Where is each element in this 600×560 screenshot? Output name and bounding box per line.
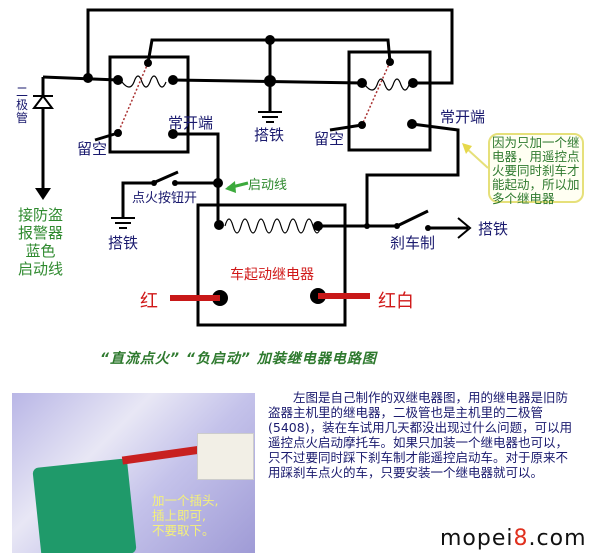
wire-main [42, 75, 119, 82]
caption-line: 加一个插头, [152, 493, 219, 508]
antitheft-label: 接防盗 报警器 蓝色 启动线 [18, 206, 63, 278]
antitheft-line: 报警器 [18, 224, 64, 242]
ground-label: 搭铁 [108, 234, 139, 252]
wire-top-loop [86, 8, 454, 85]
relay-left-open-label: 留空 [77, 140, 108, 158]
relay-right-open-label: 留空 [314, 130, 345, 148]
antitheft-line: 接防盗 [18, 206, 64, 224]
ground-label: 搭铁 [254, 126, 285, 144]
red-wire-image [121, 445, 203, 465]
brake-label: 刹车制 [390, 234, 436, 252]
start-wire-label: 启动线 [248, 178, 288, 193]
caption-line: 插上即可, [152, 508, 206, 523]
relay-coil-left [121, 75, 167, 88]
diode-label: 二极管 [16, 85, 29, 125]
photo-caption: 加一个插头, 插上即可, 不要取下。 [152, 493, 218, 538]
circuit-wiring [32, 8, 489, 327]
starter-relay-label: 车起动继电器 [230, 267, 314, 283]
logo-prefix: mopei [440, 526, 514, 551]
relay-photo: 加一个插头, 插上即可, 不要取下。 [12, 393, 255, 553]
ground-label: 搭铁 [478, 220, 509, 238]
description-text: 左图是自己制作的双继电器图，用的继电器是旧防盗器主机里的继电器，二极管也是主机里… [268, 390, 573, 480]
logo-suffix: .com [528, 526, 587, 551]
relay-coil-right [364, 78, 410, 91]
logo-accent: 8 [513, 526, 529, 551]
wire-redwhite [318, 293, 370, 299]
junction-dots [83, 35, 431, 306]
wire-redwhite-label: 红白 [378, 291, 414, 312]
connector-plug-image [197, 433, 254, 480]
starter-relay-box [196, 203, 347, 327]
wire-red [170, 295, 220, 301]
ignition-switch-label: 点火按钮开 [132, 191, 198, 206]
caption-line: 不要取下。 [152, 523, 215, 538]
diode-icon [32, 94, 54, 200]
antitheft-line: 蓝色 [25, 242, 56, 260]
antitheft-line: 启动线 [18, 260, 64, 278]
ground-icon [111, 111, 282, 229]
callout-note: 因为只加一个继电器，用遥控点火要同时刹车才能起动，所以加多个继电器 [488, 133, 584, 206]
diagram-title: “直流点火” “负启动” 加装继电器电路图 [100, 351, 377, 367]
wire-red-label: 红 [140, 291, 158, 312]
relay-left-no-label: 常开端 [168, 114, 214, 132]
relay-left-box [108, 55, 190, 154]
green-relay-image [32, 458, 137, 553]
starter-relay-coil [224, 218, 322, 234]
relay-right-box [347, 50, 432, 152]
site-logo[interactable]: mopei8.com [440, 526, 587, 551]
relay-right-no-label: 常开端 [440, 108, 486, 126]
